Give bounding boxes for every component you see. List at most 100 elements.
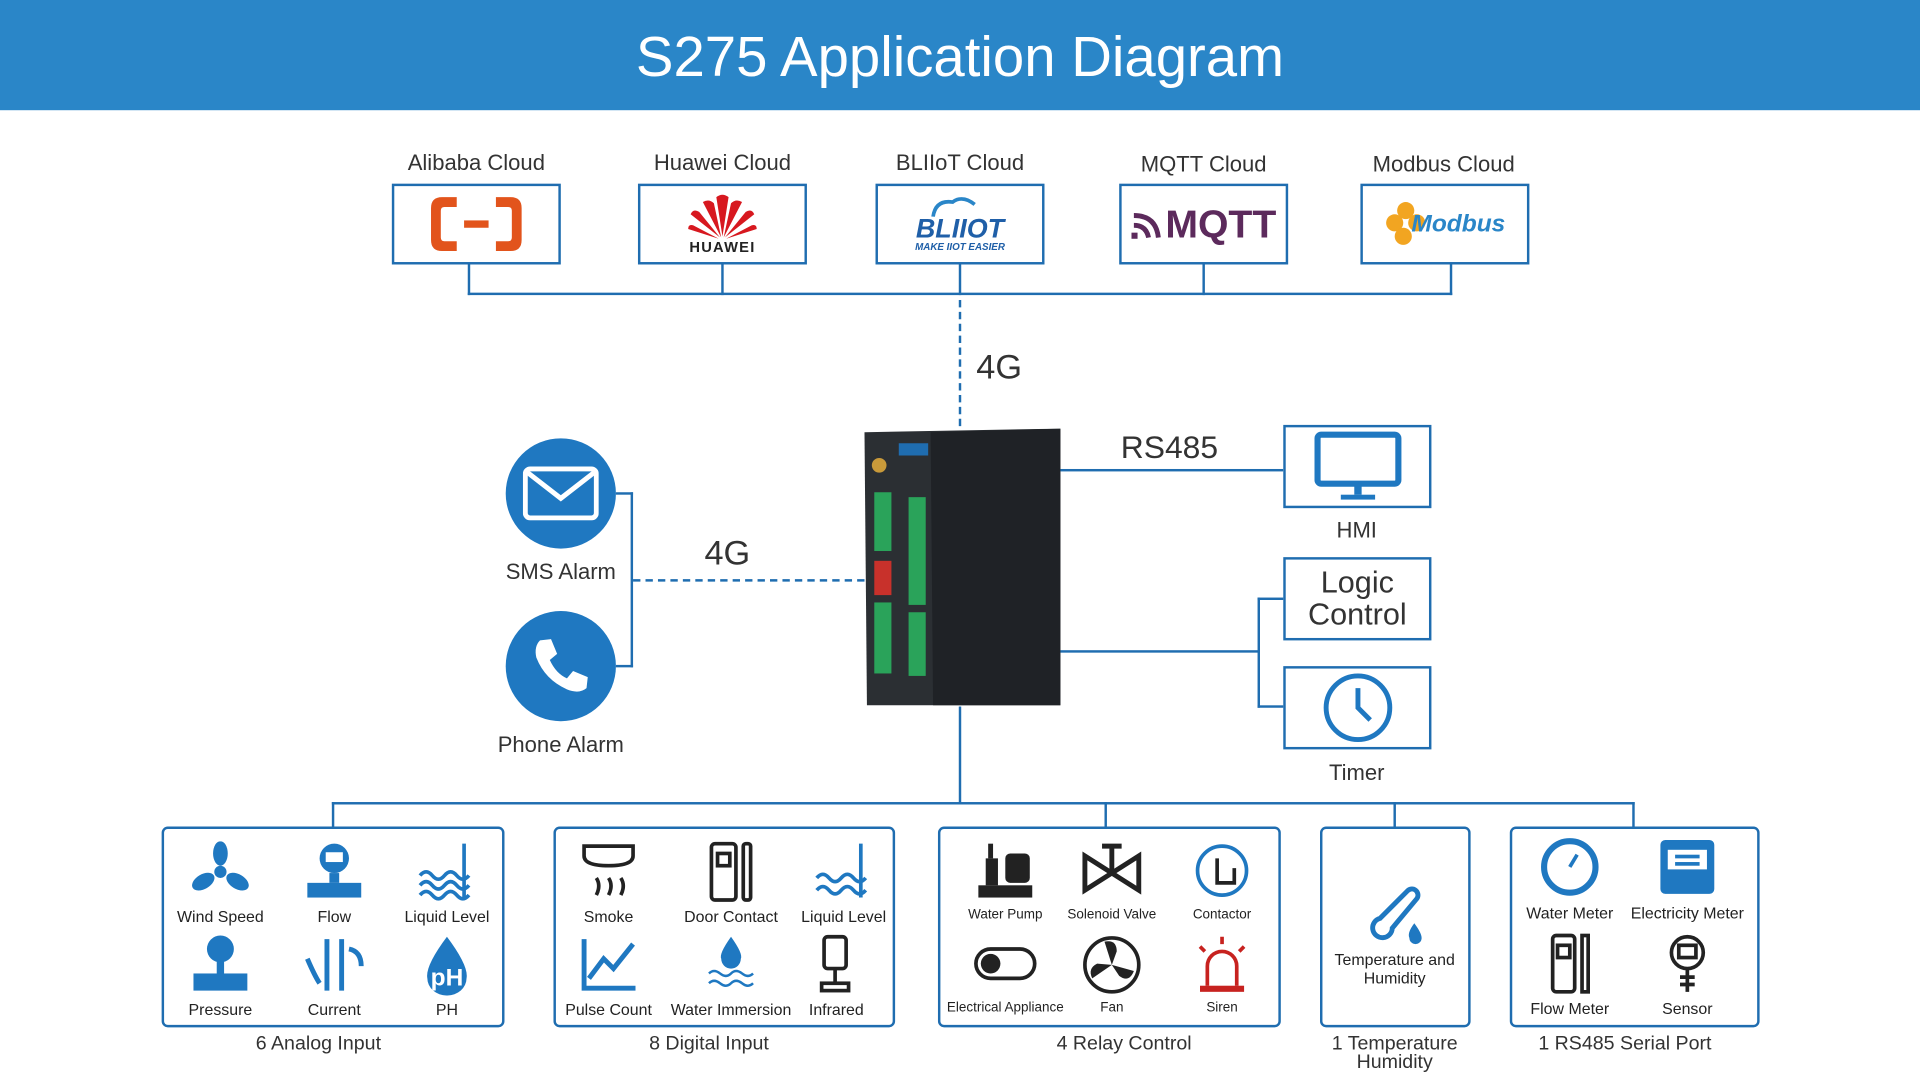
smoke-icon: [582, 844, 635, 896]
io-item-label: Current: [307, 1000, 361, 1019]
bliiot-cloud-box: BLIIOT MAKE IIOT EASIER: [875, 183, 1045, 265]
modbus-cloud-box: Modbus: [1360, 183, 1530, 265]
alarm-link-label: 4G: [704, 533, 751, 572]
io-item-label: Electricity Meter: [1630, 903, 1744, 923]
cloud-label-mqtt: MQTT Cloud: [1140, 151, 1267, 177]
logic-control-box: Logic Control: [1283, 557, 1432, 641]
4g-cloud-link: [958, 300, 962, 427]
io-item: Pressure: [159, 934, 281, 1019]
current-icon: [305, 939, 364, 991]
flow-icon: [307, 843, 362, 898]
timer-line: [1257, 705, 1284, 708]
io-item-label: Fan: [1100, 1000, 1124, 1016]
huawei-logo: [688, 194, 757, 239]
logic-bracket: [1257, 597, 1261, 708]
connector-line: [1632, 802, 1635, 827]
io-item: Electrical Appliance: [944, 934, 1066, 1015]
io-item-label: Door Contact: [684, 907, 778, 926]
io-item-label: Solenoid Valve: [1067, 907, 1157, 923]
alarm-bracket: [630, 492, 634, 668]
contactor-icon: [1195, 844, 1249, 897]
group-label-digital: 8 Digital Input: [649, 1033, 769, 1055]
io-item-label: Siren: [1206, 1000, 1238, 1016]
io-item-label: Sensor: [1662, 999, 1713, 1018]
io-item: Contactor: [1161, 841, 1283, 922]
connector-line: [467, 263, 471, 296]
connector-line: [1104, 802, 1107, 827]
logic-line: [1257, 597, 1284, 601]
pressure-icon: [193, 935, 248, 991]
cloud-label-huawei: Huawei Cloud: [653, 150, 792, 176]
sensor-icon: [1669, 934, 1706, 992]
envelope-icon: [522, 466, 599, 521]
fan-icon: [192, 841, 249, 891]
io-item: Flow: [273, 841, 395, 926]
io-item-label: PH: [435, 1000, 458, 1019]
pulse-icon: [581, 939, 636, 991]
page-title: S275 Application Diagram: [0, 0, 1920, 111]
cloud-bus-line: [467, 292, 1453, 296]
io-item: Infrared: [775, 934, 897, 1019]
connector-line: [615, 664, 634, 668]
mqtt-logo: [1131, 213, 1161, 239]
fmeter-icon: [1550, 933, 1591, 994]
group-label-analog: 6 Analog Input: [255, 1033, 382, 1055]
ph-icon: pH: [427, 936, 467, 996]
mqtt-cloud-box: MQTT: [1119, 183, 1289, 265]
io-item: Fan: [1051, 934, 1173, 1015]
emeter-icon: [1660, 840, 1715, 894]
connector-line: [615, 492, 634, 495]
valve-icon: [1082, 843, 1142, 895]
hmi-label: HMI: [1336, 517, 1377, 543]
rs485-serial-box: [1509, 826, 1760, 1028]
io-item: Siren: [1161, 934, 1283, 1015]
phone-icon: [535, 639, 588, 692]
connector-line: [1393, 802, 1396, 827]
connector-line: [1449, 263, 1453, 296]
alibaba-cloud-box: [391, 183, 561, 265]
bliiot-logo-text: BLIIOT: [915, 212, 1005, 244]
io-item: Door Contact: [670, 841, 792, 926]
timer-label: Timer: [1328, 760, 1385, 785]
io-item-label: Infrared: [808, 1000, 864, 1019]
io-item-label: Water Immersion: [670, 1000, 792, 1019]
io-item-label: Liquid Level: [801, 907, 887, 926]
bliiot-logo: [931, 196, 976, 217]
s275-device: [864, 428, 1061, 708]
cloud-label-bliiot: BLIIoT Cloud: [895, 150, 1025, 176]
io-item: Sensor: [1626, 933, 1748, 1018]
thermo-icon: [1370, 886, 1422, 945]
water-icon: [708, 936, 754, 987]
io-item-label: Temperature and Humidity: [1334, 950, 1455, 987]
ir-icon: [819, 934, 851, 993]
siren-icon: [1198, 936, 1246, 992]
hmi-box: [1283, 424, 1432, 509]
phone-alarm-label: Phone Alarm: [497, 732, 624, 757]
fan2-icon: [1083, 936, 1141, 994]
rs485-line: [1060, 468, 1284, 472]
io-item-label: Flow: [317, 907, 352, 926]
group-label-temperature: 1 Temperature Humidity: [1331, 1033, 1458, 1073]
io-item: Water Pump: [944, 841, 1066, 922]
io-bus-line: [331, 802, 1635, 805]
pump-icon: [978, 843, 1033, 898]
monitor-icon: [1313, 431, 1401, 500]
io-item-label: Liquid Level: [404, 907, 490, 926]
cloud-label-alibaba: Alibaba Cloud: [407, 150, 545, 176]
io-item-label: Electrical Appliance: [946, 1000, 1064, 1016]
group-label-relay: 4 Relay Control: [1056, 1033, 1192, 1055]
io-item: Flow Meter: [1509, 933, 1631, 1018]
io-item: Water Immersion: [670, 934, 792, 1019]
io-item: Liquid Level: [386, 841, 508, 926]
appliance-icon: [974, 947, 1037, 981]
io-item-label: Pulse Count: [565, 1000, 652, 1019]
phone-alarm-circle: [505, 611, 616, 722]
group-label-rs485: 1 RS485 Serial Port: [1538, 1033, 1712, 1055]
huawei-logo-text: HUAWEI: [689, 238, 756, 256]
io-item: Wind Speed: [159, 841, 281, 926]
huawei-cloud-box: HUAWEI: [637, 183, 807, 265]
io-item: Current: [273, 934, 395, 1019]
io-trunk-line: [958, 706, 962, 805]
svg-text:pH: pH: [431, 965, 464, 992]
io-item: Liquid Level: [782, 841, 904, 926]
